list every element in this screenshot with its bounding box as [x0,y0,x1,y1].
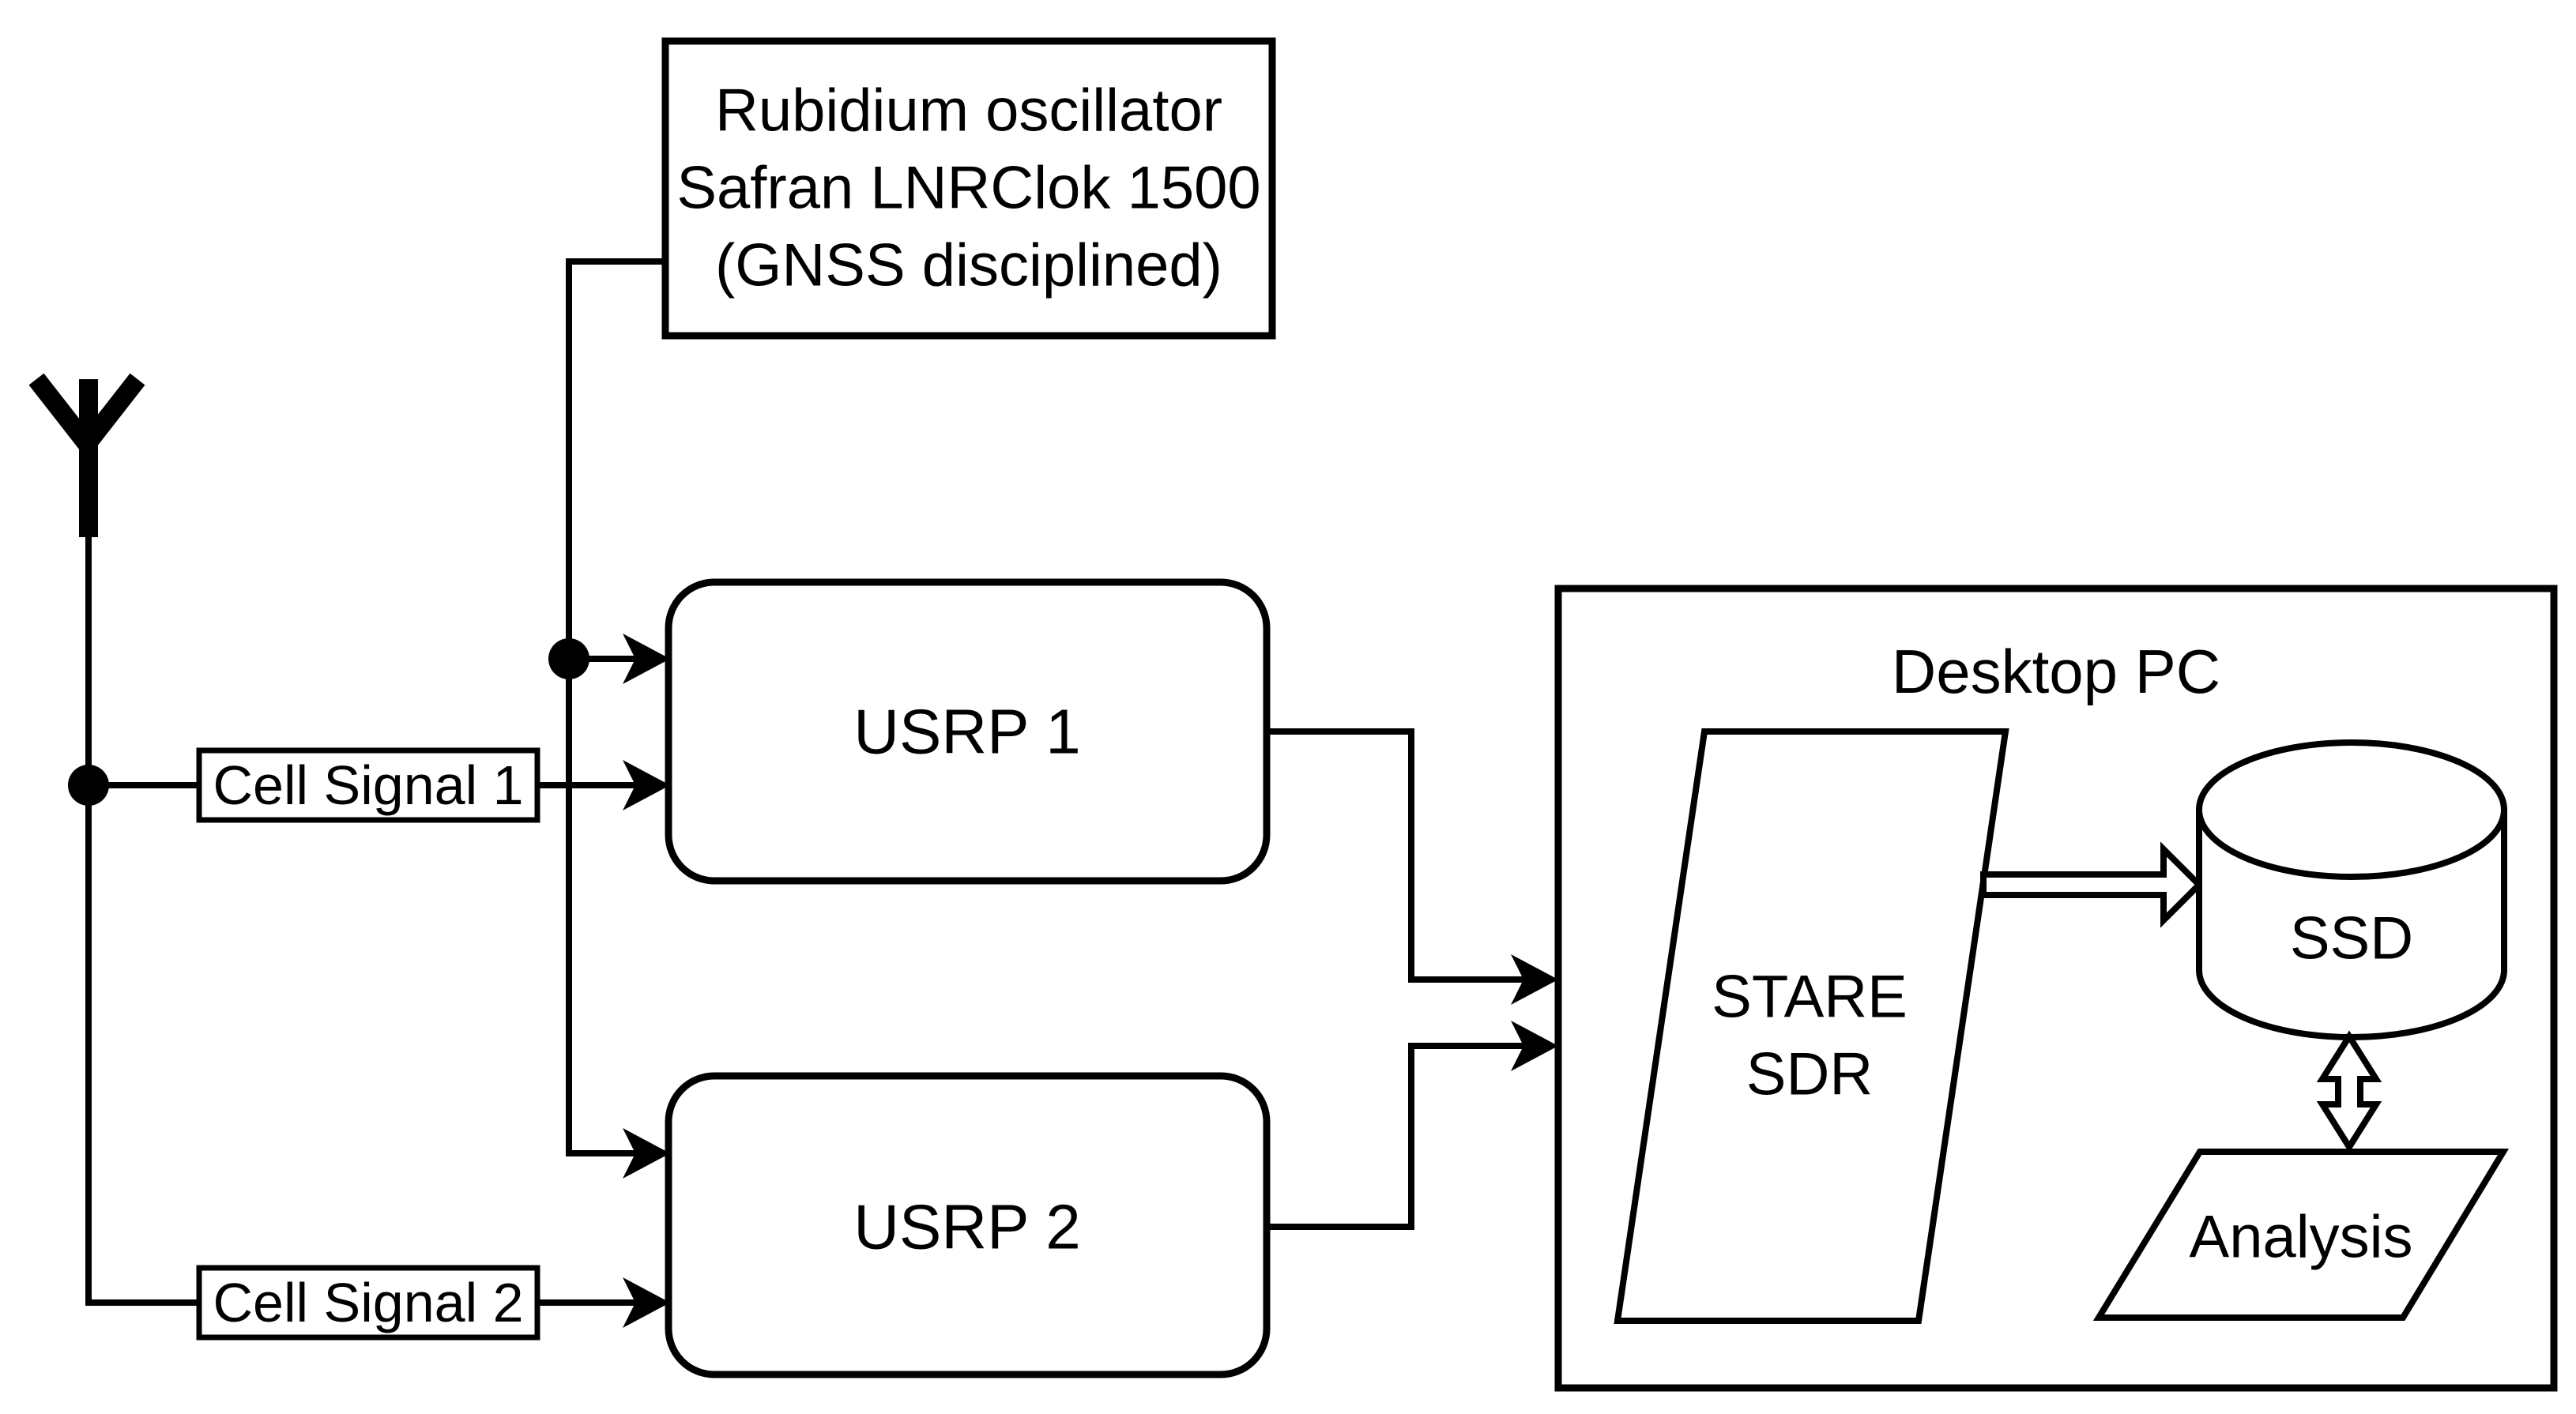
usrp2-to-pc-line [1267,1043,1530,1230]
usrp2-label: USRP 2 [853,1192,1081,1262]
arrowhead-into-pc-lower [1511,1021,1558,1071]
antenna-feed-line [85,537,199,1306]
node-rubidium-oscillator: Rubidium oscillator Safran LNRClok 1500 … [661,37,1276,340]
node-usrp1: USRP 1 [665,578,1271,885]
analysis-label: Analysis [2190,1204,2413,1271]
node-stare-sdr: STARE SDR [1614,728,2009,1324]
stare-sdr-label-line2: SDR [1746,1041,1873,1108]
stare-sdr-label-line1: STARE [1712,964,1908,1031]
cell-signal-1-label: Cell Signal 1 [213,754,524,816]
node-cell-signal-2: Cell Signal 2 [196,1265,540,1341]
ssd-cylinder-top [2196,739,2507,880]
ssd-analysis-double-arrow-icon [2316,1030,2382,1153]
rubidium-label-line3: (GNSS disciplined) [715,232,1222,299]
arrowhead-into-usrp2-upper [623,1128,670,1179]
cell-signal-2-label: Cell Signal 2 [213,1272,524,1333]
usrp1-label: USRP 1 [853,697,1081,767]
node-analysis: Analysis [2092,1149,2510,1321]
junction-dot-rubidium [548,638,589,679]
node-ssd: SSD [2196,739,2507,1040]
node-usrp2: USRP 2 [665,1072,1271,1378]
antenna-icon [28,373,145,537]
rubidium-label-line1: Rubidium oscillator [715,77,1222,145]
rubidium-label-line2: Safran LNRClok 1500 [676,155,1260,222]
ssd-label: SSD [2290,905,2413,972]
stare-to-ssd-arrow-icon [1980,841,2204,928]
arrowhead-into-pc-upper [1511,954,1558,1005]
junction-dot-antenna [68,765,109,806]
arrowhead-into-usrp1-lower [623,760,670,810]
node-cell-signal-1: Cell Signal 1 [196,747,540,823]
arrowhead-into-usrp1-upper [623,634,670,684]
rubidium-clock-line [566,258,665,1156]
desktop-pc-label: Desktop PC [1892,637,2220,706]
usrp1-to-pc-line [1267,728,1530,983]
arrowhead-into-usrp2-lower [623,1277,670,1328]
